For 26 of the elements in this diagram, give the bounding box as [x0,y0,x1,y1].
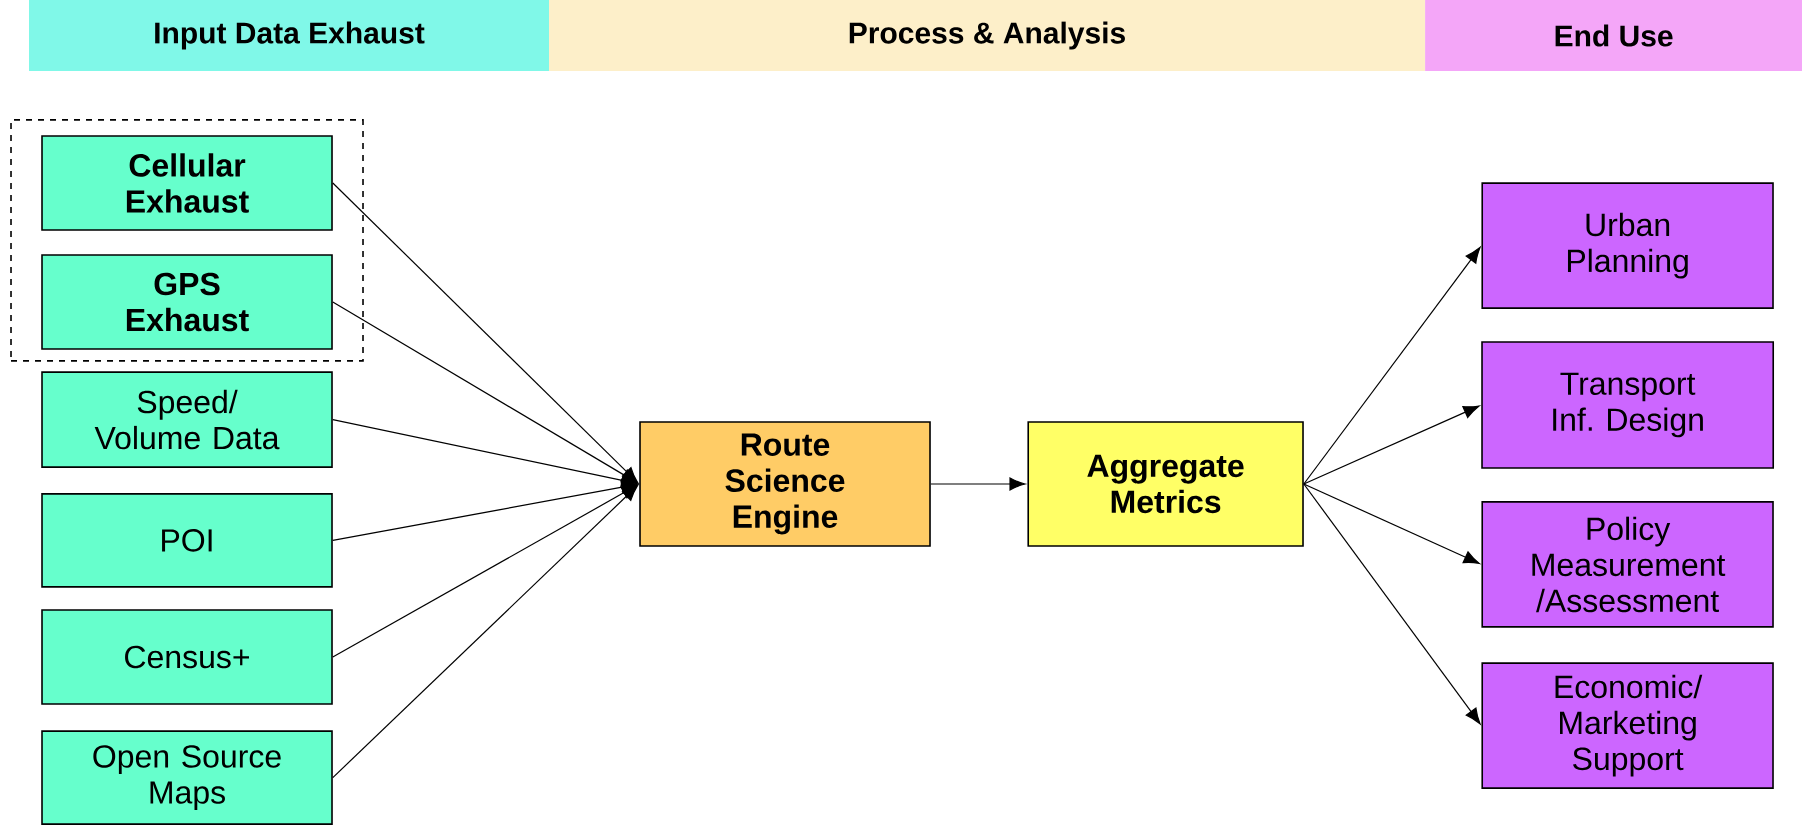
arrow [332,419,638,487]
header-band: End Use [1425,0,1802,72]
arrow [1303,483,1481,725]
arrow [1303,405,1480,485]
process-box: Aggregate Metrics [1027,421,1304,547]
end-use-box: Transport Inf. Design [1481,341,1774,469]
header-band: Input Data Exhaust [29,0,549,72]
header-band: Process & Analysis [549,0,1425,72]
dashed-group-box [10,119,364,362]
end-use-box: Urban Planning [1481,182,1774,309]
process-box: Route Science Engine [639,421,931,547]
arrow [332,480,638,541]
input-box: POI [41,493,333,588]
end-use-box: Policy Measurement /Assessment [1481,501,1774,628]
input-box: Census+ [41,609,333,705]
input-box: Speed/ Volume Data [41,371,333,468]
input-box: Cellular Exhaust [41,135,333,231]
arrow [332,485,639,779]
input-box: GPS Exhaust [41,254,333,350]
arrow [1303,246,1481,485]
input-box: Open Source Maps [41,730,333,825]
arrow [1303,483,1480,564]
arrow [930,477,1026,491]
end-use-box: Economic/ Marketing Support [1481,662,1774,789]
arrow [332,182,639,483]
arrow [332,301,638,484]
